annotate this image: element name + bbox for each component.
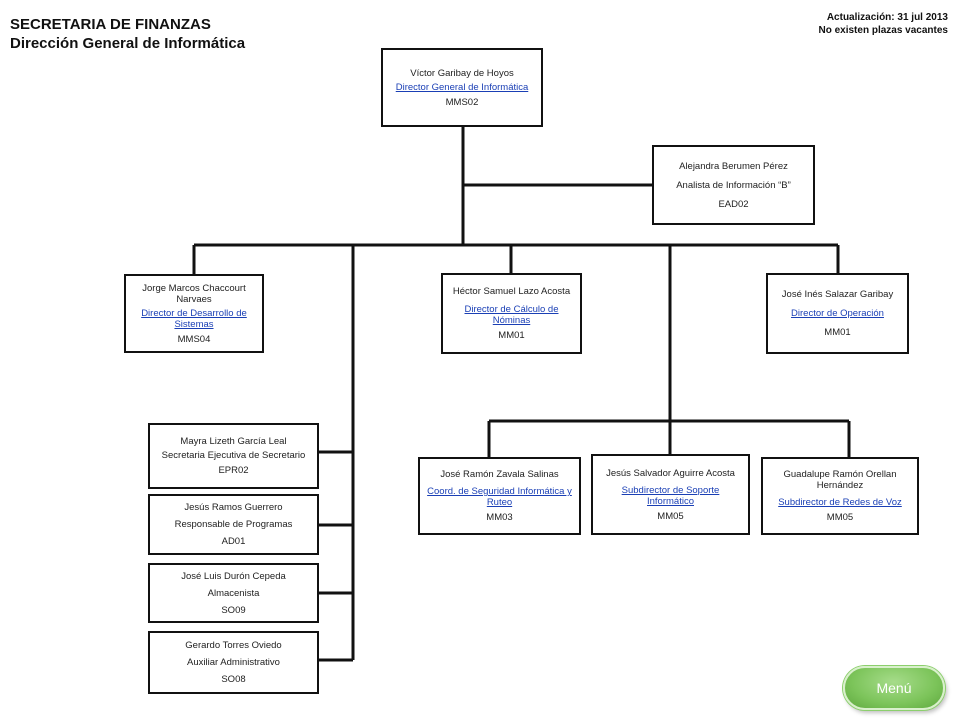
box-position-link[interactable]: Director de Cálculo de Nóminas (464, 304, 559, 326)
box-code: SO08 (221, 674, 246, 685)
box-redes: Guadalupe Ramón Orellan Hernández Subdir… (761, 457, 919, 535)
box-position-link[interactable]: Subdirector de Redes de Voz (778, 497, 902, 508)
box-code: EAD02 (718, 198, 749, 210)
box-operacion: José Inés Salazar Garibay Director de Op… (766, 273, 909, 354)
box-position: Auxiliar Administrativo (187, 657, 280, 668)
box-name: Jorge Marcos Chaccourt Narvaes (142, 282, 246, 305)
box-code: EPR02 (218, 465, 249, 476)
update-note: Actualización: 31 jul 2013 No existen pl… (818, 11, 948, 37)
box-name: Héctor Samuel Lazo Acosta (452, 286, 571, 297)
box-name: José Luis Durón Cepeda (181, 570, 286, 582)
box-auxiliar: Gerardo Torres Oviedo Auxiliar Administr… (148, 631, 319, 694)
box-programas: Jesús Ramos Guerrero Responsable de Prog… (148, 494, 319, 555)
box-nominas: Héctor Samuel Lazo Acosta Director de Cá… (441, 273, 582, 354)
box-soporte: Jesús Salvador Aguirre Acosta Subdirecto… (591, 454, 750, 535)
menu-button[interactable]: Menú (843, 666, 945, 710)
box-name: Jesús Salvador Aguirre Acosta (606, 467, 735, 479)
box-position: Responsable de Programas (174, 519, 293, 530)
box-director-general: Víctor Garibay de Hoyos Director General… (381, 48, 543, 127)
box-position: Secretaria Ejecutiva de Secretario (161, 450, 306, 461)
box-position: Analista de Información “B” (676, 179, 791, 191)
box-code: MM03 (486, 512, 513, 523)
box-name: José Inés Salazar Garibay (781, 289, 894, 300)
box-code: AD01 (221, 536, 246, 547)
box-position: Almacenista (207, 587, 260, 599)
vacancy-note: No existen plazas vacantes (818, 25, 948, 36)
box-position-link[interactable]: Director de Operación (791, 308, 884, 319)
page-title: SECRETARIA DE FINANZAS (10, 16, 211, 33)
update-date: Actualización: 31 jul 2013 (826, 12, 948, 23)
box-code: MM01 (498, 330, 525, 341)
box-code: MM05 (826, 512, 854, 523)
box-code: MMS02 (445, 96, 479, 108)
box-seguridad: José Ramón Zavala Salinas Coord. de Segu… (418, 457, 581, 535)
box-analista: Alejandra Berumen Pérez Analista de Info… (652, 145, 815, 225)
box-name: Guadalupe Ramón Orellan Hernández (783, 469, 897, 491)
box-position-link[interactable]: Coord. de Seguridad Informática y Ruteo (427, 486, 572, 508)
box-position-link[interactable]: Director de Desarrollo de Sistemas (141, 307, 247, 330)
box-code: MMS04 (177, 333, 211, 345)
box-code: MM01 (824, 327, 851, 338)
box-code: MM05 (657, 510, 684, 522)
box-name: Víctor Garibay de Hoyos (410, 67, 514, 79)
box-position-link[interactable]: Subdirector de Soporte Informático (621, 484, 720, 507)
box-name: José Ramón Zavala Salinas (440, 469, 559, 480)
box-almacenista: José Luis Durón Cepeda Almacenista SO09 (148, 563, 319, 623)
box-name: Mayra Lizeth García Leal (180, 436, 287, 447)
box-desarrollo: Jorge Marcos Chaccourt Narvaes Director … (124, 274, 264, 353)
box-position-link[interactable]: Director General de Informática (395, 81, 529, 93)
box-secretaria: Mayra Lizeth García Leal Secretaria Ejec… (148, 423, 319, 489)
box-name: Gerardo Torres Oviedo (185, 640, 282, 651)
page-subtitle: Dirección General de Informática (10, 35, 246, 52)
box-name: Alejandra Berumen Pérez (679, 160, 788, 172)
box-name: Jesús Ramos Guerrero (184, 502, 283, 513)
box-code: SO09 (221, 604, 246, 616)
